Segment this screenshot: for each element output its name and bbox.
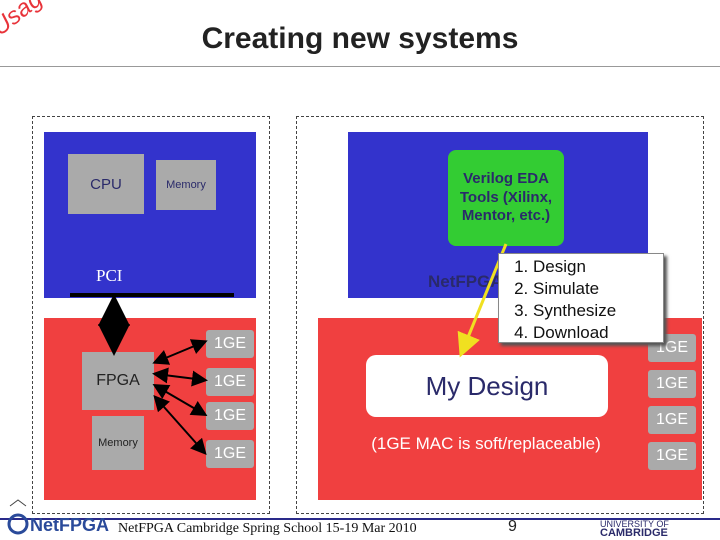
footer-caption: NetFPGA Cambridge Spring School 15-19 Ma… [118,521,417,536]
right-port: 1GE [648,370,696,398]
fpga-port-link [152,383,208,417]
step-item: Simulate [533,278,663,300]
slide-title: Creating new systems [201,22,519,55]
fpga-block: FPGA [82,352,154,410]
host-memory-block: Memory [156,160,216,210]
pci-label: PCI [96,266,123,285]
right-port: 1GE [648,442,696,470]
my-design-block: My Design [366,355,608,417]
cambridge-logo: UNIVERSITY OF CAMBRIDGE [600,519,669,539]
fpga-port-link [152,339,208,365]
eda-tools-block: Verilog EDA Tools (Xilinx, Mentor, etc.) [448,150,564,246]
pci-bus [70,293,234,297]
netfpga-board-label: NetFPGA [428,272,503,291]
footer-divider [0,518,720,520]
step-item: Design [533,256,663,278]
left-port: 1GE [206,440,254,468]
cambridge-line1: UNIVERSITY OF [600,519,669,529]
left-port: 1GE [206,368,254,396]
cambridge-line2: CAMBRIDGE [600,527,668,539]
step-item: Synthesize [533,300,663,322]
cpu-block: CPU [68,154,144,214]
step-item: Download [533,322,663,344]
page-number: 9 [508,518,517,535]
fpga-port-link [152,367,208,387]
board-memory-block: Memory [92,416,144,470]
mac-note: (1GE MAC is soft/replaceable) [371,434,601,453]
left-port: 1GE [206,402,254,430]
left-system-frame [32,116,270,514]
design-flow-steps: Design Simulate Synthesize Download [498,253,664,343]
left-port: 1GE [206,330,254,358]
logo-text: NetFPGA [30,515,109,535]
right-system-frame [296,116,704,514]
title-divider [0,66,720,67]
right-port: 1GE [648,406,696,434]
netfpga-logo: NetFPGA [7,499,109,535]
fpga-port-link [153,395,207,455]
